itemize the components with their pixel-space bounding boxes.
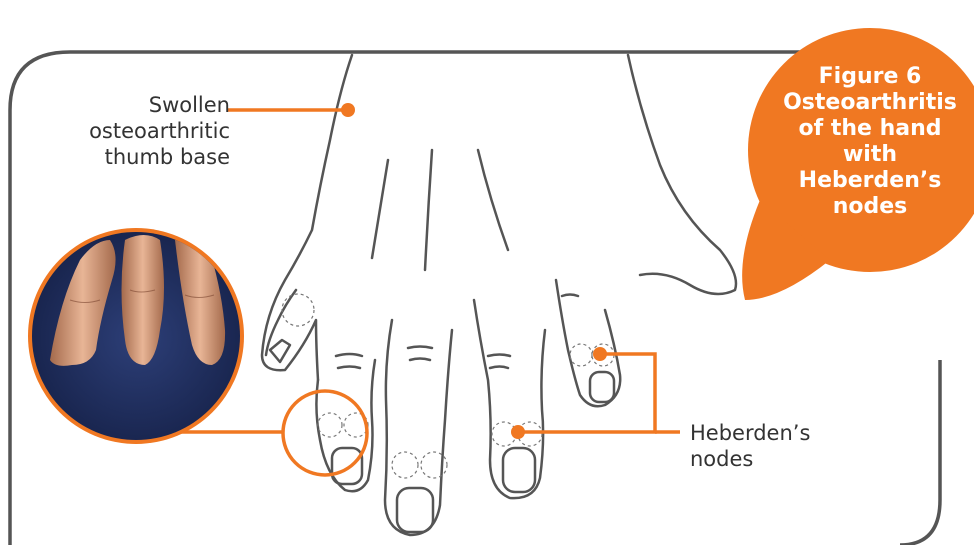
knuckle-crease xyxy=(334,352,364,358)
frame-border xyxy=(8,50,942,545)
knuckle-crease xyxy=(336,365,362,370)
tendon-line xyxy=(423,148,434,272)
little-nail xyxy=(588,370,616,404)
leader-dots xyxy=(341,103,607,439)
figure-title-line: of the hand xyxy=(798,116,942,141)
middle-nail xyxy=(395,486,435,534)
heberden-leader xyxy=(518,352,657,434)
knuckle-crease xyxy=(408,357,432,362)
figure-title-line: with Heberden’s xyxy=(798,142,942,193)
middle-finger xyxy=(383,318,454,537)
wrist-outline xyxy=(260,53,354,382)
figure-title-line: nodes xyxy=(832,194,908,219)
knuckle-crease xyxy=(488,365,510,370)
index-nail xyxy=(330,446,364,486)
knuckle-crease xyxy=(560,293,580,298)
swollen-thumb-label: Swollen osteoarthritic thumb base xyxy=(89,93,230,169)
heberdens-nodes-label: Heberden’s nodes xyxy=(690,421,811,471)
thumb-outline xyxy=(264,288,298,357)
ring-nail xyxy=(501,446,537,494)
figure-bubble xyxy=(742,28,974,300)
little-finger xyxy=(554,278,622,408)
knuckle-crease xyxy=(486,353,512,358)
tendon-line xyxy=(476,148,510,252)
figure-title: Figure 6 Osteoarthritis of the hand with… xyxy=(770,64,970,220)
figure-title-line: Osteoarthritis xyxy=(783,90,957,115)
index-finger xyxy=(315,358,377,493)
thumb-nail xyxy=(268,338,292,364)
knuckle-crease xyxy=(406,345,434,350)
tendon-line xyxy=(370,158,390,260)
figure-number: Figure 6 xyxy=(818,64,922,89)
wrist-outline-right xyxy=(626,53,738,296)
ring-finger xyxy=(472,298,547,500)
hand-illustration xyxy=(260,53,738,537)
photo-inset xyxy=(28,228,244,444)
magnifier-circle xyxy=(281,389,369,477)
